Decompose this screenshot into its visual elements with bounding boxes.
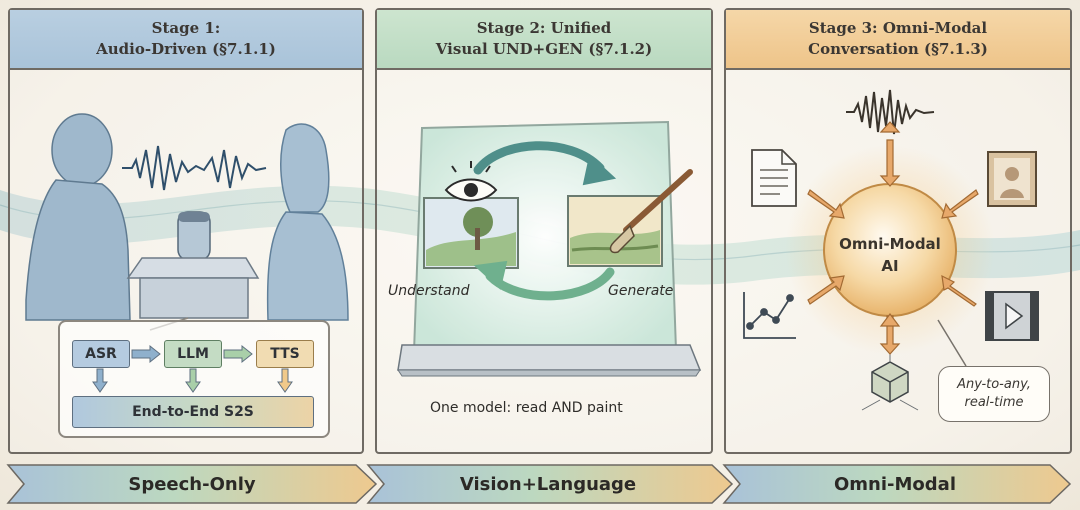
stage-2-header: Stage 2: Unified Visual UND+GEN (§7.1.2) [377,10,711,70]
chart-icon [743,292,796,339]
document-icon [751,149,797,207]
landscape-image-icon [423,197,519,269]
portrait-icon [987,151,1037,207]
cube-icon [861,354,919,411]
arrow-video-icon [941,274,977,307]
table-icon [126,257,260,319]
arrow-up-head-icon [879,121,901,133]
paintbrush-icon [609,169,693,254]
tablet-base [397,344,702,377]
stage-3-title-line2: Conversation (§7.1.3) [808,40,988,58]
arrow-asr-llm-icon [131,344,161,364]
generate-label: Generate [608,283,674,299]
arrow-doc-icon [807,189,845,219]
e2e-s2s-node: End-to-End S2S [72,396,314,428]
cycle-arrows-icon [473,141,617,301]
orb-label-line2: AI [881,257,899,275]
arrow-asr-down-icon [92,368,108,393]
stage-1-title-line1: Stage 1: [151,19,221,37]
omni-modal-ai-label: Omni-Modal AI [820,233,960,277]
man-figure [25,113,131,321]
callout-line1: Any-to-any, [957,377,1031,392]
timeline-label-vision-language: Vision+Language [459,473,637,495]
smart-speaker-icon [177,211,211,261]
timeline-label-speech-only: Speech-Only [128,473,256,495]
arrow-portrait-icon [941,189,979,219]
stage-2-title-line2: Visual UND+GEN (§7.1.2) [435,40,653,58]
asr-node: ASR [72,340,130,368]
callout-line2: real-time [964,395,1024,410]
stage-2-title-line1: Stage 2: Unified [476,19,612,37]
callout-pointer [937,319,967,367]
orb-label-line1: Omni-Modal [839,235,941,253]
timeline-label-omni-modal: Omni-Modal [834,473,956,495]
arrow-up-icon [879,139,901,187]
stage-3-header: Stage 3: Omni-Modal Conversation (§7.1.3… [726,10,1070,70]
timeline-segment-2 [366,464,734,504]
stage-2-caption: One model: read AND paint [430,400,623,416]
eye-icon [444,161,498,202]
arrow-down-head-icon [879,313,901,327]
woman-figure [266,123,349,321]
timeline-segment-3 [722,464,1072,504]
timeline-segment-1 [6,464,378,504]
stage-3-title-line1: Stage 3: Omni-Modal [808,19,988,37]
llm-node: LLM [164,340,222,368]
tts-node: TTS [256,340,314,368]
video-icon [985,291,1039,341]
arrow-chart-icon [807,275,845,305]
speech-waveform-icon [122,145,267,191]
arrow-llm-tts-icon [223,344,253,364]
understand-label: Understand [388,283,470,299]
arrow-llm-down-icon [185,368,201,393]
stage-1-title-line2: Audio-Driven (§7.1.1) [96,40,276,58]
modality-arrows [807,121,979,355]
any-to-any-callout: Any-to-any, real-time [938,366,1050,422]
stage-1-header: Stage 1: Audio-Driven (§7.1.1) [10,10,362,70]
arrow-tts-down-icon [277,368,293,393]
